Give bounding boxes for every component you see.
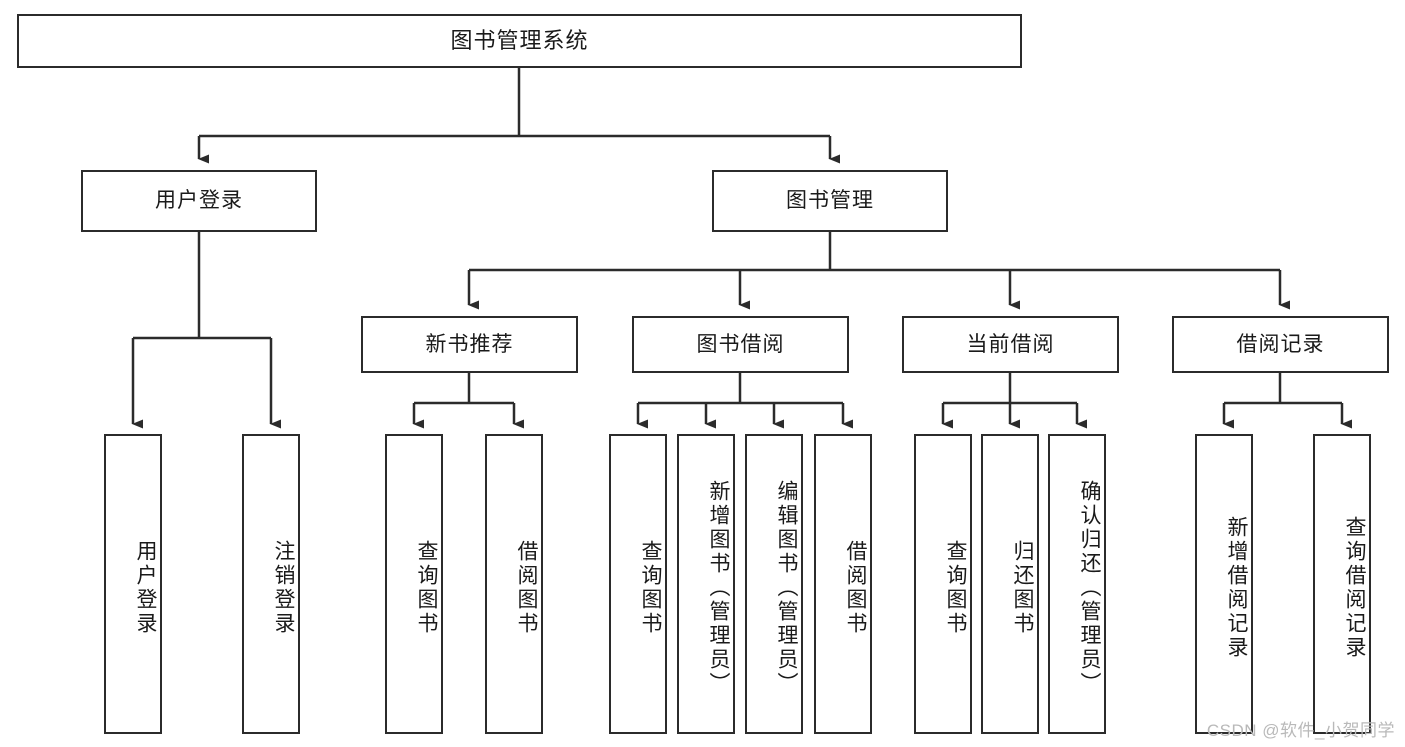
leaf-return-book[interactable]: 归还图书 bbox=[981, 434, 1039, 734]
node-label: 查询借阅记录 bbox=[1343, 516, 1366, 660]
node-label: 借阅记录 bbox=[1236, 332, 1325, 356]
node-label: 图书管理系统 bbox=[450, 27, 589, 53]
node-label: 查询图书 bbox=[639, 540, 662, 636]
node-label: 注销登录 bbox=[272, 540, 295, 636]
node-new-book-recommendation[interactable]: 新书推荐 bbox=[361, 316, 578, 373]
node-label: 查询图书 bbox=[415, 540, 438, 636]
node-label: 用户登录 bbox=[155, 189, 243, 213]
leaf-add-book-admin[interactable]: 新增图书（管理员） bbox=[677, 434, 735, 734]
node-label: 图书管理 bbox=[786, 189, 874, 213]
node-label: 借阅图书 bbox=[844, 540, 867, 636]
node-label: 借阅图书 bbox=[515, 540, 538, 636]
node-label: 查询图书 bbox=[944, 540, 967, 636]
node-root-book-management-system[interactable]: 图书管理系统 bbox=[17, 14, 1022, 68]
leaf-logout[interactable]: 注销登录 bbox=[242, 434, 300, 734]
leaf-add-borrow-record[interactable]: 新增借阅记录 bbox=[1195, 434, 1253, 734]
node-book-management[interactable]: 图书管理 bbox=[712, 170, 948, 232]
node-label: 图书借阅 bbox=[696, 332, 785, 356]
node-label: 新增借阅记录 bbox=[1225, 516, 1248, 660]
node-label: 当前借阅 bbox=[966, 332, 1055, 356]
node-label: 编辑图书（管理员） bbox=[775, 480, 798, 696]
leaf-user-login[interactable]: 用户登录 bbox=[104, 434, 162, 734]
node-label: 确认归还（管理员） bbox=[1078, 480, 1101, 696]
node-label: 归还图书 bbox=[1011, 540, 1034, 636]
node-current-borrowing[interactable]: 当前借阅 bbox=[902, 316, 1119, 373]
leaf-edit-book-admin[interactable]: 编辑图书（管理员） bbox=[745, 434, 803, 734]
node-book-borrowing[interactable]: 图书借阅 bbox=[632, 316, 849, 373]
node-user-login[interactable]: 用户登录 bbox=[81, 170, 317, 232]
leaf-query-book-newbook[interactable]: 查询图书 bbox=[385, 434, 443, 734]
leaf-confirm-return-admin[interactable]: 确认归还（管理员） bbox=[1048, 434, 1106, 734]
leaf-query-borrow-record[interactable]: 查询借阅记录 bbox=[1313, 434, 1371, 734]
node-label: 新书推荐 bbox=[425, 332, 514, 356]
leaf-query-book-current[interactable]: 查询图书 bbox=[914, 434, 972, 734]
leaf-query-book-borrow[interactable]: 查询图书 bbox=[609, 434, 667, 734]
leaf-borrow-book[interactable]: 借阅图书 bbox=[814, 434, 872, 734]
leaf-borrow-book-newbook[interactable]: 借阅图书 bbox=[485, 434, 543, 734]
node-label: 新增图书（管理员） bbox=[707, 480, 730, 696]
node-label: 用户登录 bbox=[134, 540, 157, 636]
node-borrowing-records[interactable]: 借阅记录 bbox=[1172, 316, 1389, 373]
